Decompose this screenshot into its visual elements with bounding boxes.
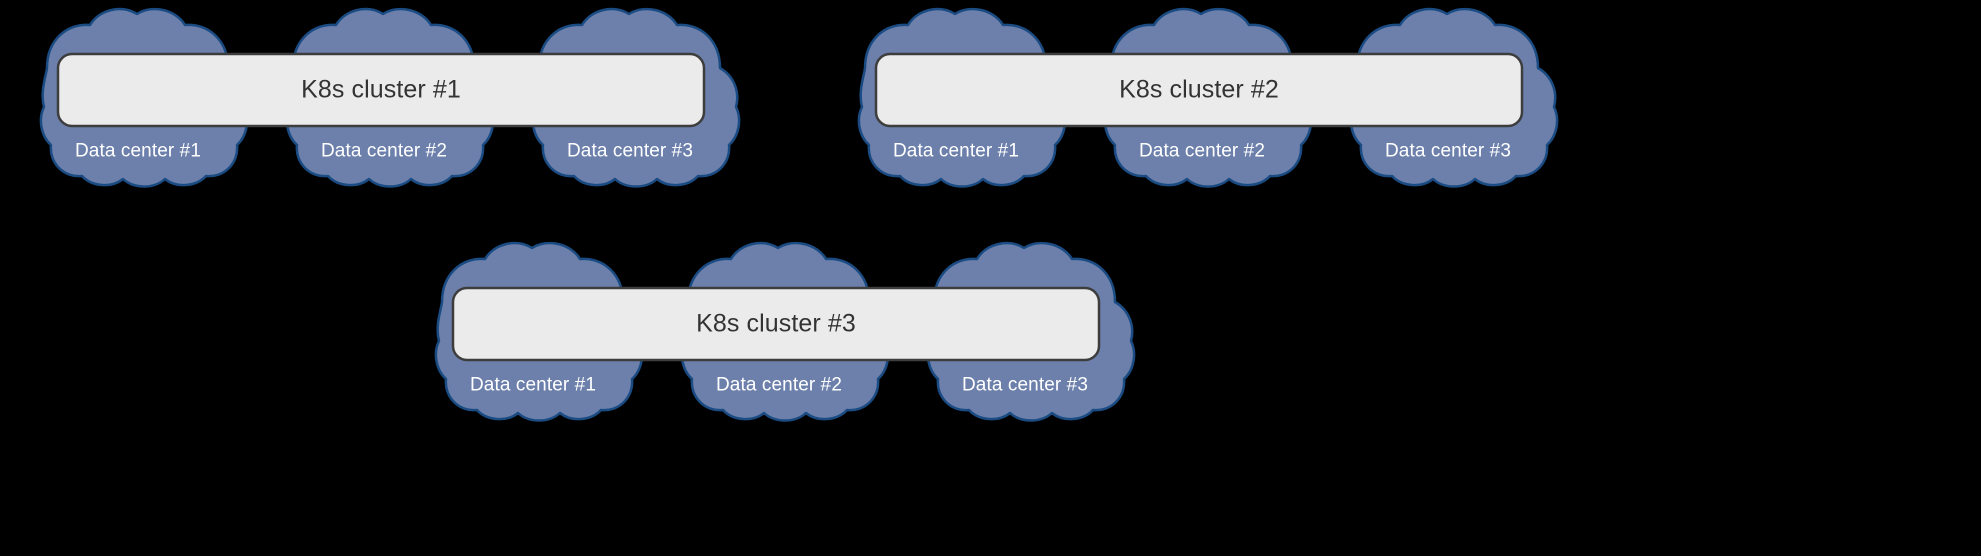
cluster-group-2[interactable]: Data center #1 Data center #2 Data center …	[828, 6, 1563, 188]
cluster-box-layer	[405, 240, 1140, 420]
cluster-title: K8s cluster #2	[1119, 75, 1279, 104]
cluster-title: K8s cluster #3	[696, 309, 856, 338]
cluster-group-3[interactable]: Data center #1 Data center #2 Data center …	[405, 240, 1140, 422]
cluster-box-shape[interactable]	[10, 6, 745, 186]
data-center-label: Data center #3	[566, 140, 694, 162]
data-center-label: Data center #2	[715, 374, 843, 396]
cluster-box-layer	[10, 6, 745, 186]
data-center-label: Data center #1	[469, 374, 597, 396]
data-center-label: Data center #2	[320, 140, 448, 162]
cluster-group-1[interactable]: Data center #1 Data center #2 Data center …	[10, 6, 745, 188]
data-center-label: Data center #2	[1138, 140, 1266, 162]
cluster-box-rect[interactable]	[56, 52, 706, 128]
cluster-box-shape[interactable]	[828, 6, 1563, 186]
cluster-box-rect[interactable]	[451, 286, 1101, 362]
data-center-label: Data center #1	[74, 140, 202, 162]
cluster-box-shape[interactable]	[405, 240, 1140, 420]
cluster-title: K8s cluster #1	[301, 75, 461, 104]
data-center-label: Data center #1	[892, 140, 1020, 162]
cluster-box-rect[interactable]	[874, 52, 1524, 128]
cluster-box-layer	[828, 6, 1563, 186]
data-center-label: Data center #3	[1384, 140, 1512, 162]
data-center-label: Data center #3	[961, 374, 1089, 396]
